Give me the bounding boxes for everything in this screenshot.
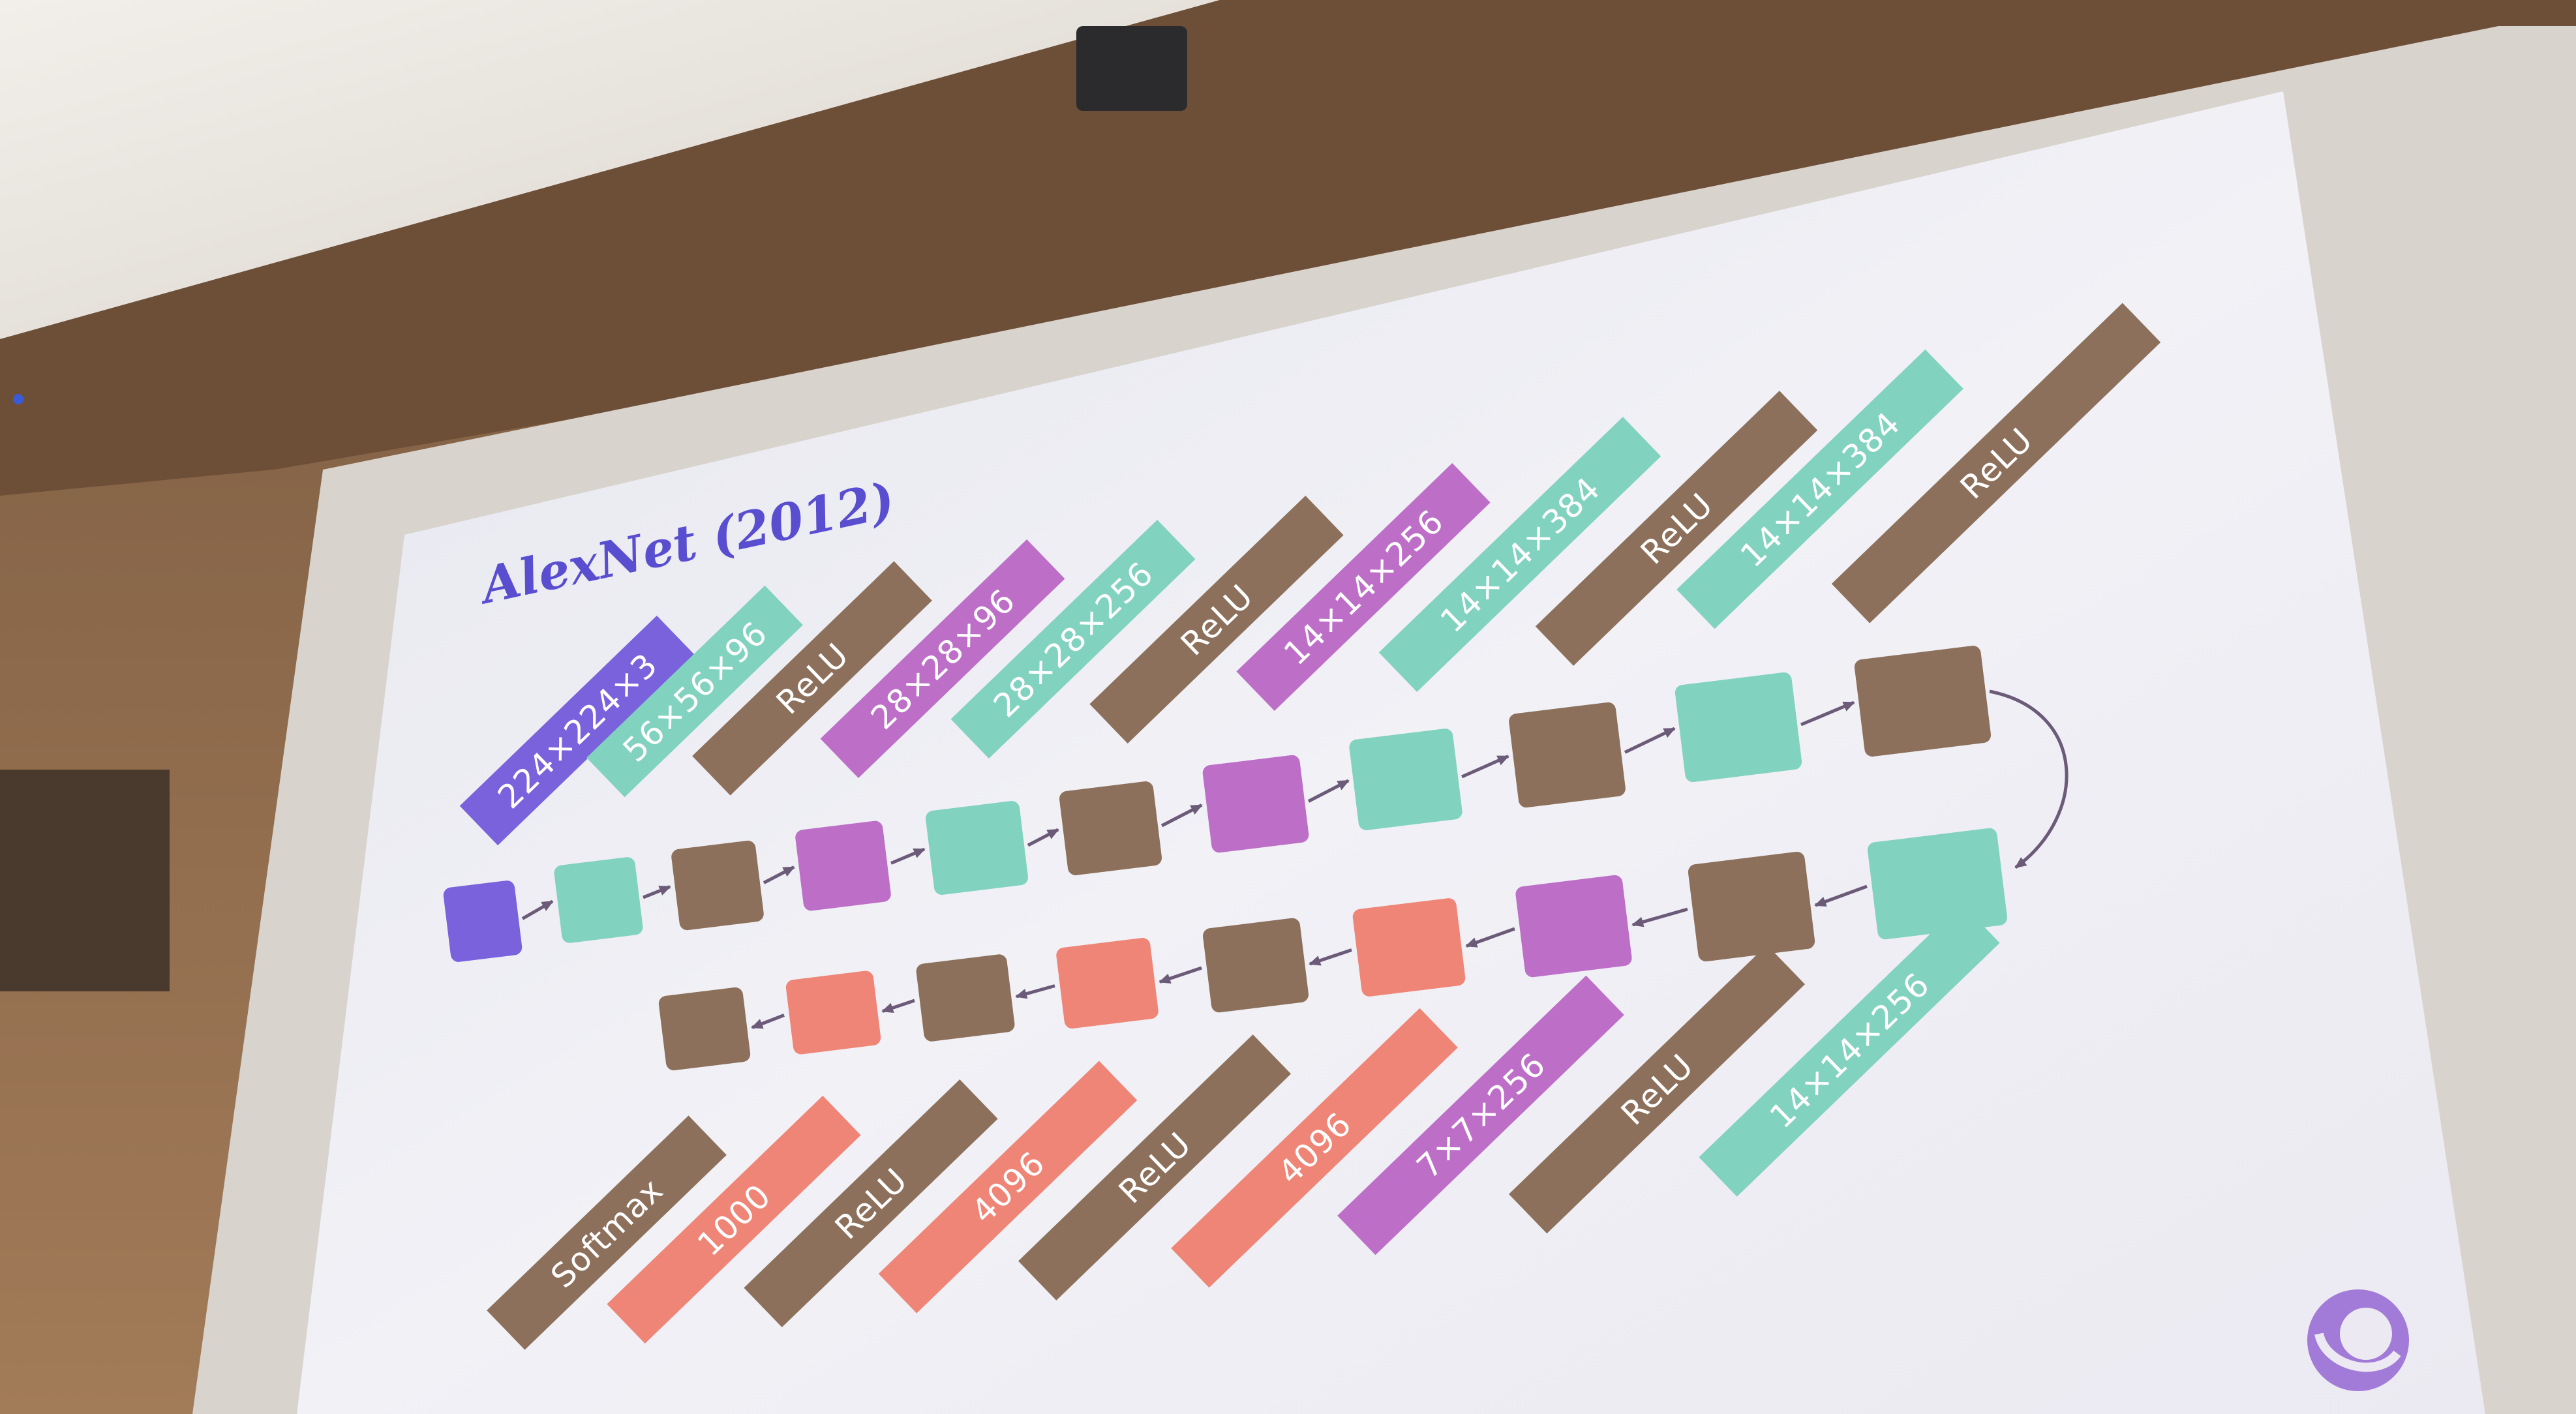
flow-nodes bbox=[443, 646, 2008, 1071]
top-label-bar bbox=[459, 615, 695, 846]
bottom-label-bar bbox=[1337, 975, 1624, 1256]
curve-connector bbox=[1989, 689, 2068, 869]
row1-arrow-3 bbox=[890, 847, 926, 865]
row1-node-6 bbox=[1202, 755, 1309, 853]
bottom-label-bar bbox=[487, 1115, 727, 1350]
row1-arrow-8 bbox=[1624, 727, 1676, 754]
top-label-bar bbox=[950, 519, 1196, 759]
row1-node-5 bbox=[1059, 781, 1162, 875]
row2-node-5 bbox=[1056, 938, 1159, 1029]
top-label-bar bbox=[692, 561, 932, 796]
row2-node-1 bbox=[1688, 851, 1815, 962]
bottom-label-5: 4096 bbox=[1171, 1008, 1458, 1288]
row1-node-10 bbox=[1854, 646, 1992, 757]
bottom-label-bar bbox=[878, 1060, 1138, 1314]
bottom-label-bar bbox=[1699, 903, 2000, 1197]
speaker-grille bbox=[0, 770, 170, 991]
row1-arrow-6 bbox=[1307, 779, 1350, 803]
row2-node-6 bbox=[916, 954, 1015, 1042]
top-label-bar bbox=[586, 585, 803, 798]
row1-node-8 bbox=[1509, 702, 1626, 808]
row1-arrow-5 bbox=[1160, 804, 1203, 828]
bottom-label-bar bbox=[607, 1096, 861, 1344]
row2-node-7 bbox=[785, 970, 881, 1055]
row2-arrow-0 bbox=[1814, 884, 1868, 907]
bottom-label-bar bbox=[1018, 1034, 1292, 1301]
top-label-bar bbox=[820, 539, 1065, 779]
top-label-bar bbox=[1535, 391, 1818, 666]
top-label-bar bbox=[1831, 303, 2161, 624]
row1-node-9 bbox=[1674, 672, 1802, 783]
bottom-label-bar bbox=[1171, 1008, 1458, 1288]
row1-node-2 bbox=[671, 840, 764, 931]
row2-arrow-7 bbox=[751, 1014, 785, 1029]
row1-arrow-2 bbox=[763, 865, 795, 884]
row2-arrow-5 bbox=[1015, 984, 1055, 999]
row1-arrow-4 bbox=[1027, 828, 1059, 847]
row1-arrow-1 bbox=[643, 885, 671, 899]
ceiling-beam bbox=[0, 0, 2576, 496]
row1-node-1 bbox=[554, 857, 643, 943]
wall-sensor bbox=[13, 394, 23, 404]
row2-node-4 bbox=[1203, 918, 1309, 1013]
row2-arrow-2 bbox=[1465, 927, 1515, 948]
row2-arrow-3 bbox=[1309, 948, 1352, 966]
row2-node-3 bbox=[1352, 898, 1466, 997]
row2-node-2 bbox=[1515, 875, 1632, 978]
deepmind-logo-icon bbox=[2307, 1289, 2409, 1391]
bottom-label-bar bbox=[744, 1079, 998, 1327]
top-label-bar bbox=[1236, 463, 1491, 711]
row2-arrow-1 bbox=[1631, 907, 1688, 927]
row2-node-8 bbox=[658, 987, 751, 1071]
row1-node-3 bbox=[795, 820, 891, 911]
bottom-label-bar bbox=[1509, 944, 1805, 1234]
row2-node-0 bbox=[1867, 828, 2008, 940]
top-label-bar bbox=[1378, 417, 1661, 692]
row2-arrow-4 bbox=[1159, 966, 1202, 984]
row1-node-4 bbox=[925, 801, 1029, 895]
row1-arrow-7 bbox=[1461, 755, 1509, 779]
top-label-bar bbox=[1089, 496, 1344, 744]
row2-arrow-6 bbox=[881, 999, 915, 1013]
row1-node-7 bbox=[1349, 729, 1462, 830]
row1-arrow-0 bbox=[521, 899, 554, 920]
projector bbox=[1076, 26, 1187, 111]
top-label-bar bbox=[1676, 349, 1963, 629]
row1-arrow-9 bbox=[1800, 700, 1855, 727]
flow-arrows bbox=[521, 700, 1868, 1029]
row1-node-0 bbox=[443, 880, 523, 962]
